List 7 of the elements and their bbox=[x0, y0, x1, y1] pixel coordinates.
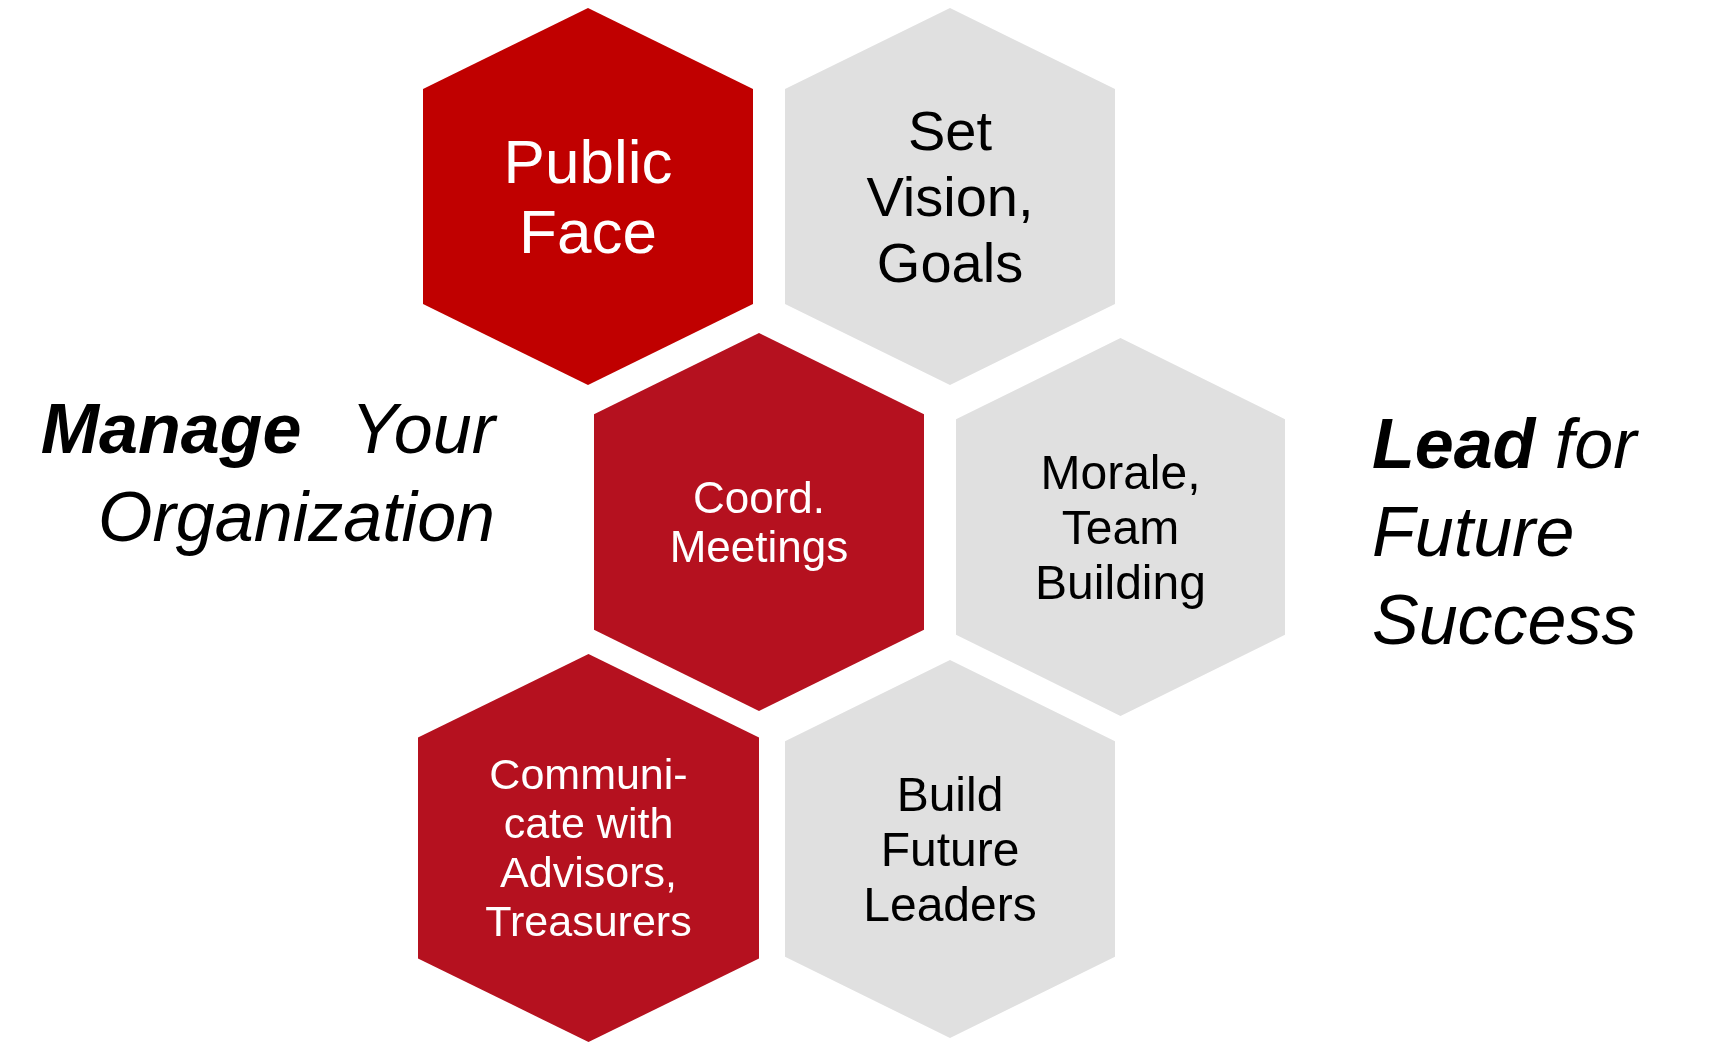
hexagon-label: Coord. Meetings bbox=[668, 473, 850, 571]
side-heading: Lead for Future Success bbox=[1372, 404, 1640, 661]
hexagon-label: Public Face bbox=[502, 126, 674, 267]
hexagon-label: Morale, Team Building bbox=[1034, 444, 1207, 610]
hexagon-label: Build Future Leaders bbox=[862, 766, 1038, 932]
hexagon-label: Set Vision, Goals bbox=[865, 97, 1035, 296]
hexagon-label: Communi- cate with Advisors, Treasurers bbox=[484, 750, 693, 946]
